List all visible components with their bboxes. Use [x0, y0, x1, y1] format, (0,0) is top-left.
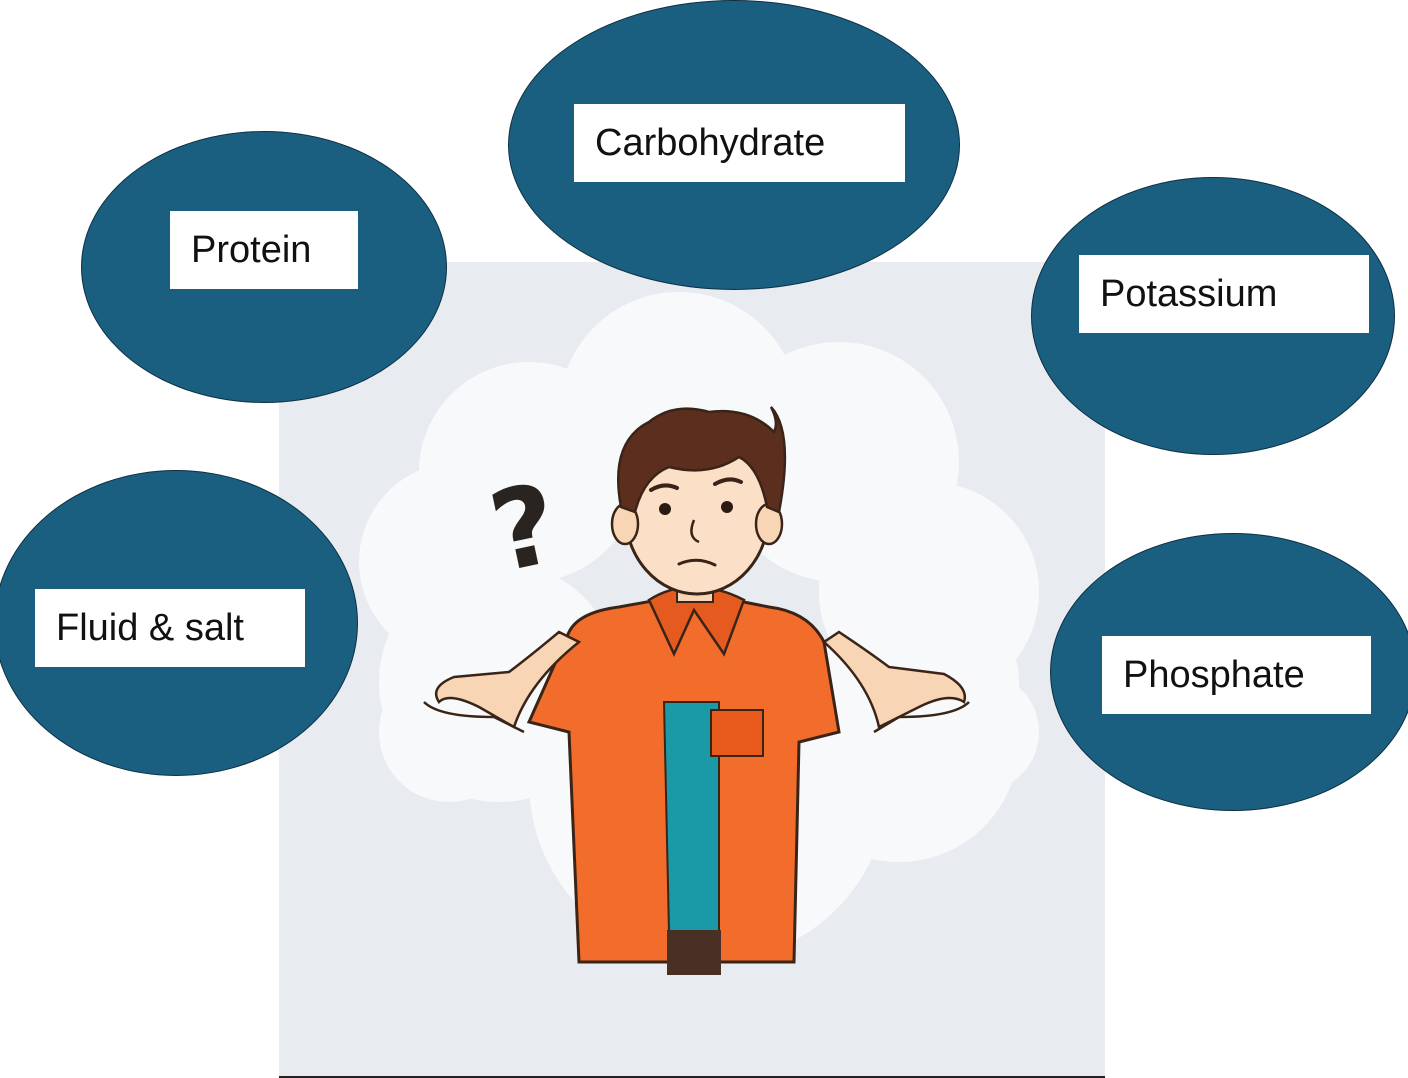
label-fluid-salt: Fluid & salt [35, 589, 305, 667]
confused-man-drawing: ? [279, 262, 1105, 1076]
label-potassium: Potassium [1079, 255, 1369, 333]
belt [667, 930, 721, 975]
label-protein: Protein [170, 211, 358, 289]
shirt-pocket [711, 710, 763, 756]
label-carbohydrate: Carbohydrate [574, 104, 905, 182]
confused-man-illustration: ? [279, 262, 1105, 1078]
label-phosphate: Phosphate [1102, 636, 1371, 714]
